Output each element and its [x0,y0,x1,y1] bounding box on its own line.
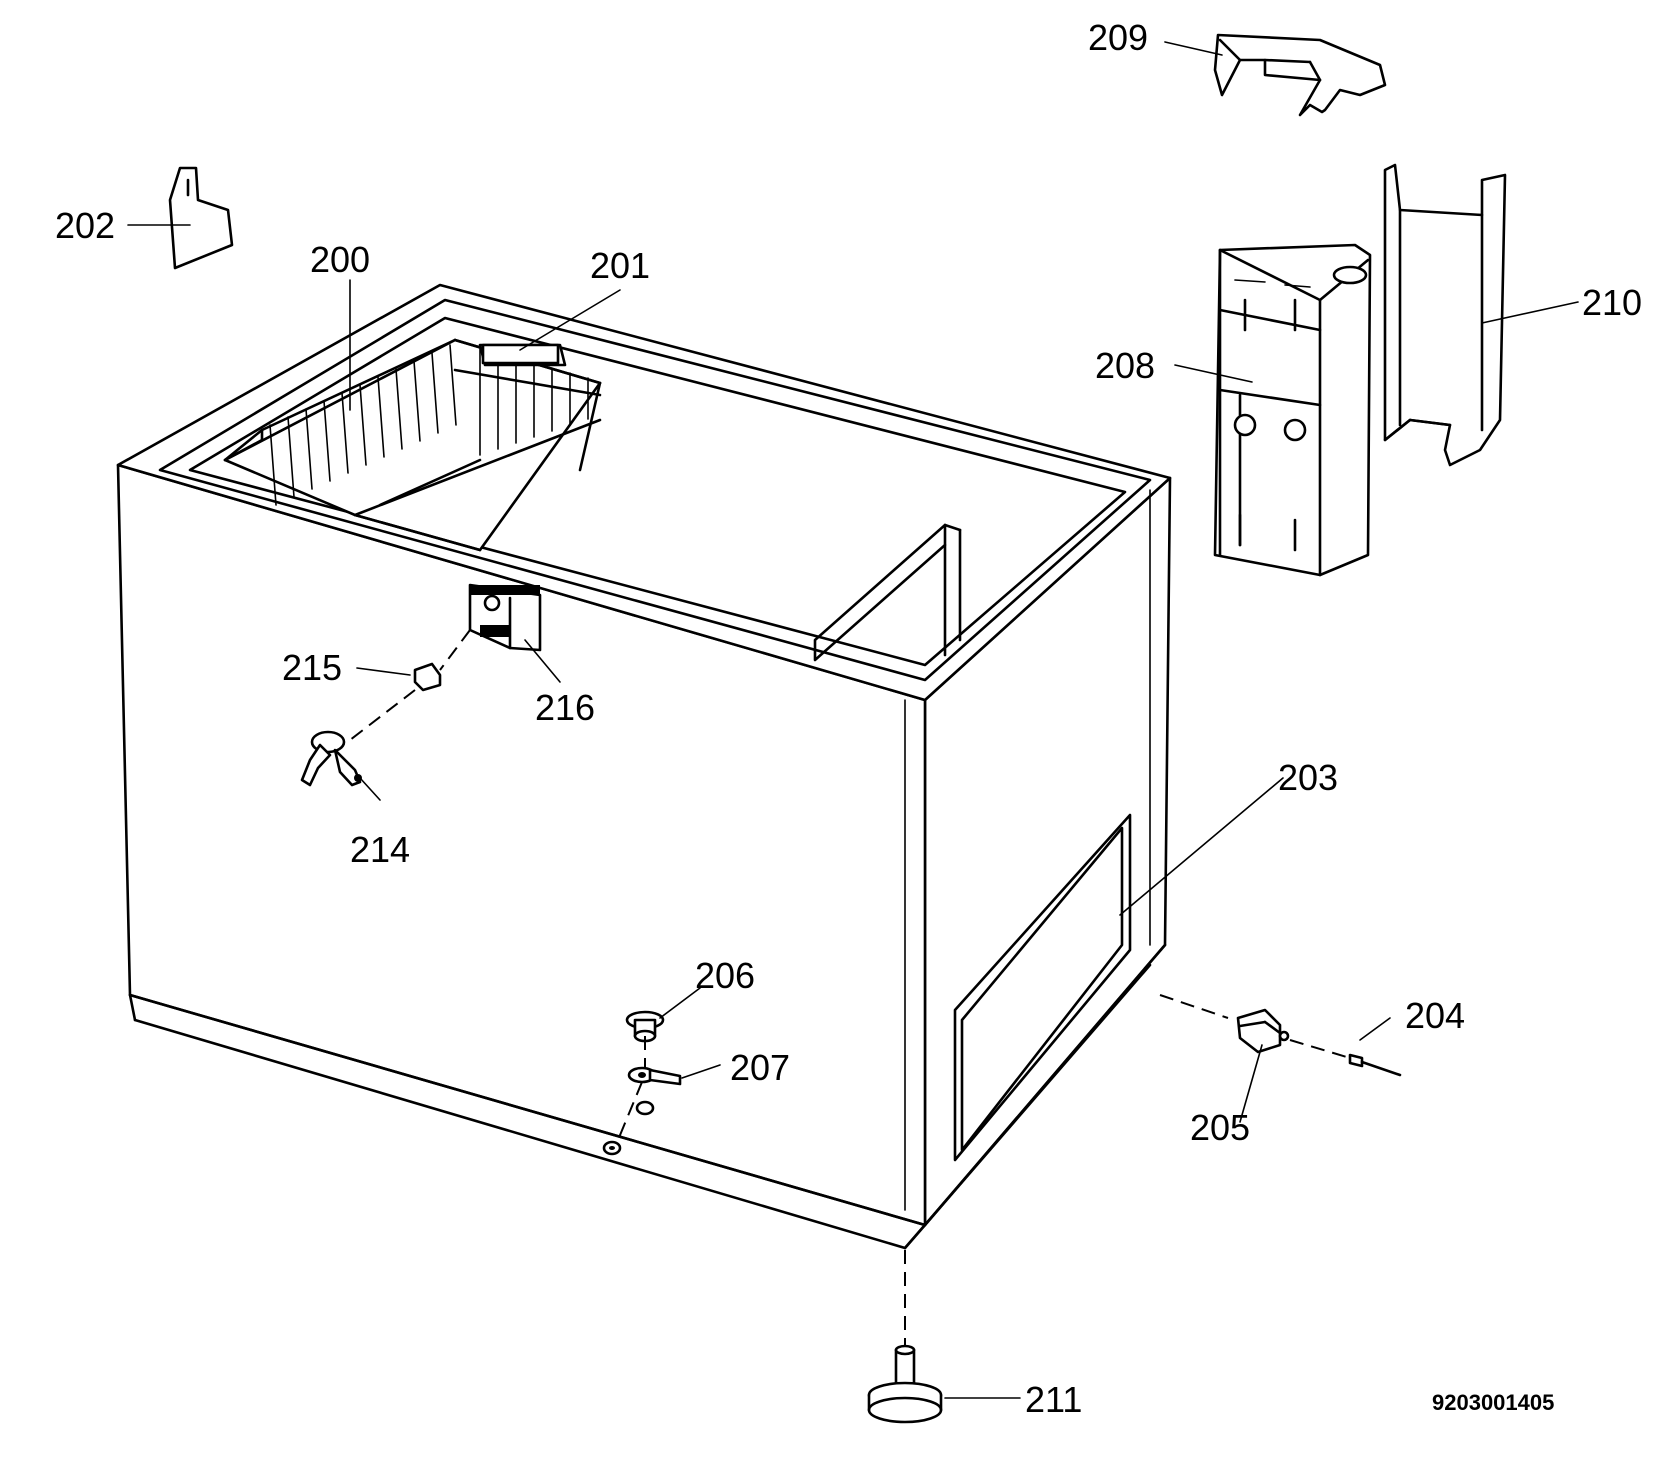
callout-208: 208 [1095,345,1155,386]
basket-wire [287,416,295,498]
callout-201: 201 [590,245,650,286]
basket-wire [449,344,457,426]
basket-wire [341,392,349,474]
callout-209: 209 [1088,17,1148,58]
basket-wire [377,376,385,458]
leader-lines [127,41,1579,1399]
basket-wire [305,408,313,490]
callout-203: 203 [1278,757,1338,798]
basket-wire [269,424,277,506]
cover-panel-210 [1383,163,1507,467]
callout-216: 216 [535,687,595,728]
hinge-205 [1159,994,1402,1077]
cover-202 [168,166,234,270]
basket-wire [323,400,331,482]
vent-grille [953,813,1132,1162]
lock-housing [468,583,542,652]
callout-205: 205 [1190,1107,1250,1148]
callout-200: 200 [310,239,370,280]
hinge-201 [478,343,567,367]
callout-215: 215 [282,647,342,688]
document-number: 9203001405 [1432,1390,1554,1415]
basket-wire [359,384,367,466]
adjustable-foot [867,1250,943,1424]
basket-wire [395,368,403,450]
callout-206: 206 [695,955,755,996]
callout-207: 207 [730,1047,790,1088]
hinge-cover-209 [1213,33,1387,117]
basket [223,338,602,552]
screw-assembly [602,1010,682,1156]
callout-210: 210 [1582,282,1642,323]
lock-cylinder [349,629,471,741]
callout-204: 204 [1405,995,1465,1036]
control-unit-208 [1213,243,1372,577]
callout-202: 202 [55,205,115,246]
keys [300,730,362,787]
callout-211: 211 [1025,1379,1082,1420]
basket-wire [413,360,421,442]
basket-wire [431,352,439,434]
callout-214: 214 [350,829,410,870]
